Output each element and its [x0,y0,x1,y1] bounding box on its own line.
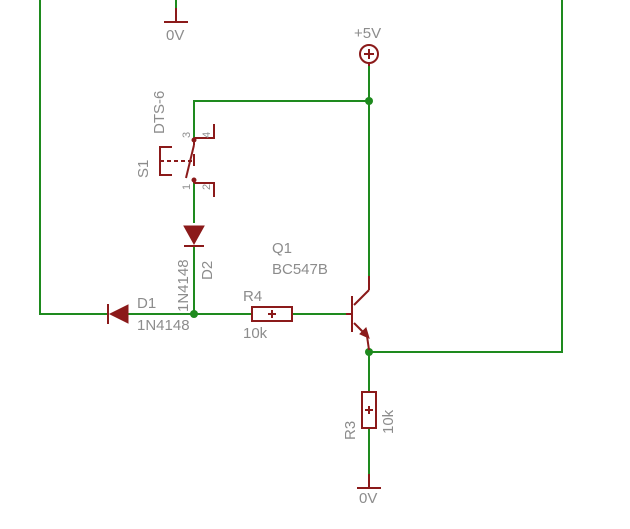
resistor-r4: R4 10k [243,288,293,342]
switch-value: DTS-6 [151,91,168,134]
junction-emitter [365,348,373,356]
ground-bottom-label: 0V [359,490,377,507]
switch-s1: 3 4 1 2 S1 DTS-6 [135,91,215,197]
switch-name: S1 [135,160,152,178]
diode-d1-value: 1N4148 [137,317,190,334]
nets [39,0,563,489]
switch-pin-4: 4 [201,132,213,138]
transistor-value: BC547B [272,261,328,278]
diode-d1-name: D1 [137,295,156,312]
resistor-r4-name: R4 [243,288,262,305]
diode-d2: D2 1N4148 [175,225,216,312]
switch-pin-2: 2 [201,184,213,190]
ground-symbol-top: 0V [164,8,188,44]
transistor-name: Q1 [272,240,292,257]
transistor-q1: Q1 BC547B [272,240,370,351]
switch-pin-3: 3 [181,132,193,138]
junction-base-node [190,310,198,318]
supply-symbol: +5V [354,25,381,66]
switch-pin-1: 1 [181,184,193,190]
diode-d1: D1 1N4148 [107,295,190,334]
diode-d2-value: 1N4148 [175,259,192,312]
ground-symbol-bottom: 0V [357,474,381,507]
resistor-r3-value: 10k [380,409,397,434]
supply-label: +5V [354,25,381,42]
junction-5v [365,97,373,105]
net-right-loop [368,0,563,353]
ground-top-label: 0V [166,27,184,44]
resistor-r4-value: 10k [243,325,268,342]
resistor-r3: R3 10k [342,391,397,440]
resistor-r3-name: R3 [342,421,359,440]
net-left-vertical [39,0,109,315]
diode-d2-name: D2 [199,261,216,280]
